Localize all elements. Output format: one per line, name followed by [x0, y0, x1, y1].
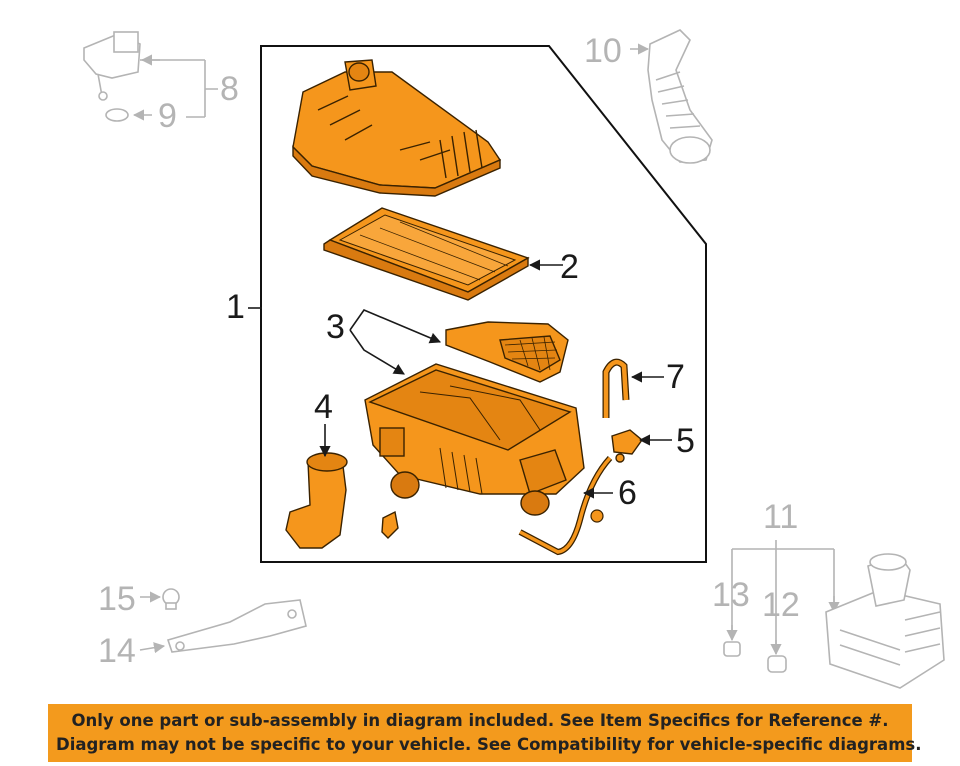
assembly-frame — [260, 45, 707, 563]
callout-3: 3 — [326, 308, 345, 346]
bushing-13-part — [723, 641, 741, 657]
notice-line-1: Only one part or sub-assembly in diagram… — [71, 711, 889, 730]
valve-5-part — [611, 429, 643, 463]
upper-housing-part — [292, 59, 502, 197]
callout-11: 11 — [763, 498, 798, 536]
callout-lines-grey — [132, 43, 840, 656]
callout-15: 15 — [98, 580, 136, 618]
resonator-part — [445, 321, 569, 383]
gasket-9-part — [105, 108, 129, 122]
callout-7: 7 — [666, 358, 685, 396]
callout-2: 2 — [560, 248, 579, 286]
small-clip-part — [381, 510, 399, 539]
filter-element-part — [323, 207, 530, 301]
callout-5: 5 — [676, 422, 695, 460]
parts-diagram: 1 2 3 4 5 6 7 8 9 10 — [83, 29, 945, 689]
callout-6: 6 — [618, 474, 637, 512]
bolt-15-part — [162, 588, 180, 610]
duct-11-part — [825, 553, 945, 689]
callout-9: 9 — [158, 97, 177, 135]
callout-13: 13 — [712, 576, 750, 614]
lower-housing-part — [364, 363, 585, 516]
sensor-8-part — [83, 31, 141, 101]
hose-7-part — [602, 358, 630, 418]
callout-10: 10 — [584, 32, 622, 70]
intake-duct-part — [285, 452, 348, 549]
intake-hose-10-part — [647, 29, 713, 164]
callout-1: 1 — [226, 288, 245, 326]
notice-line-2: Diagram may not be specific to your vehi… — [56, 735, 922, 754]
bushing-12-part — [767, 655, 787, 673]
bracket-14-part — [166, 599, 307, 653]
callout-lines — [248, 259, 672, 499]
callout-12: 12 — [762, 586, 800, 624]
callout-14: 14 — [98, 632, 136, 670]
callout-4: 4 — [314, 388, 333, 426]
hose-6-part — [518, 455, 613, 556]
notice-banner: Only one part or sub-assembly in diagram… — [48, 704, 922, 762]
callout-8: 8 — [220, 70, 239, 108]
